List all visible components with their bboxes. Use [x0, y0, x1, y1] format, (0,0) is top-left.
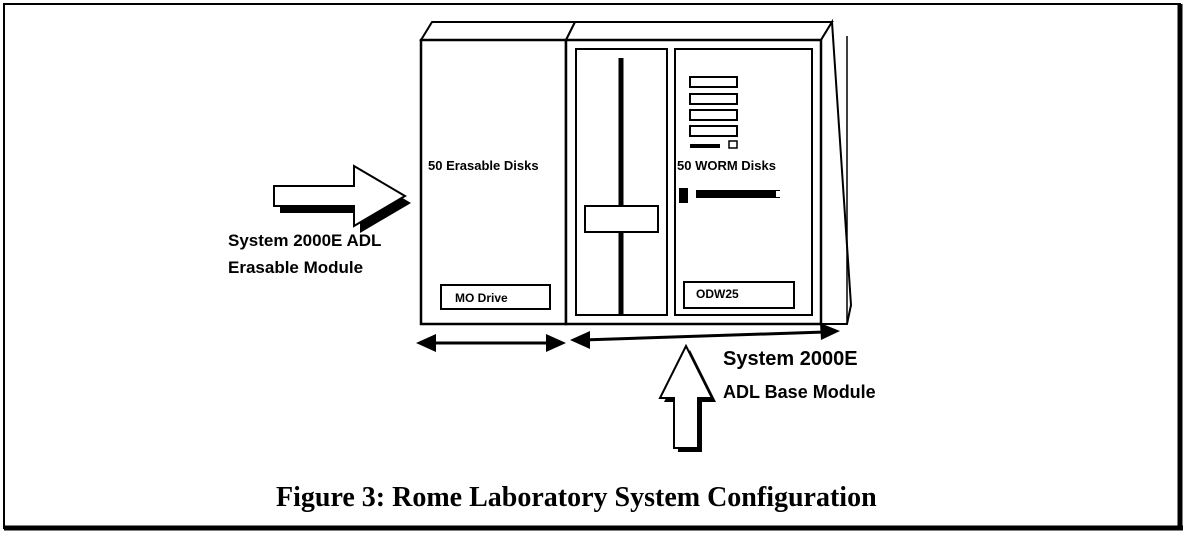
erasable-module-label-line2: Erasable Module: [228, 258, 363, 277]
drive-slot-handle: [679, 188, 688, 203]
disk-slot: [689, 125, 738, 137]
mo-drive-box: [440, 284, 551, 310]
base-width-arrow: [570, 323, 840, 349]
odw25-box: [683, 281, 795, 309]
disk-slot: [689, 76, 738, 88]
drive-slot: [696, 190, 780, 198]
base-module-label-line2: ADL Base Module: [723, 382, 876, 402]
erasable-module-front: [419, 38, 568, 326]
indicator-light: [728, 140, 738, 149]
erasable-module-label-line1: System 2000E ADL: [228, 231, 381, 250]
worm-disks-label: 50 WORM Disks: [677, 158, 776, 173]
base-module: 50 WORM Disks ODW25: [564, 38, 823, 326]
odw25-label: ODW25: [696, 287, 739, 301]
library-panel: [674, 48, 813, 316]
erasable-disks-label: 50 Erasable Disks: [428, 158, 539, 173]
base-module-label-line1: System 2000E: [723, 348, 858, 370]
base-module-top: [564, 21, 834, 41]
disk-slot: [689, 93, 738, 105]
erasable-module: 50 Erasable Disks MO Drive: [419, 38, 568, 326]
disk-slot: [689, 109, 738, 121]
picker-carriage: [584, 205, 659, 233]
erasable-module-arrow: [273, 164, 411, 233]
erasable-module-top: [419, 21, 577, 41]
erasable-width-arrow: [416, 334, 566, 352]
cabinet-unit: 50 Erasable Disks MO Drive 50 WORM Disks: [419, 18, 853, 326]
figure-frame: [3, 3, 1183, 531]
indicator-bar: [690, 144, 720, 148]
mo-drive-label: MO Drive: [455, 291, 508, 305]
base-module-arrow: [658, 343, 716, 452]
figure-caption: Figure 3: Rome Laboratory System Configu…: [276, 482, 877, 513]
